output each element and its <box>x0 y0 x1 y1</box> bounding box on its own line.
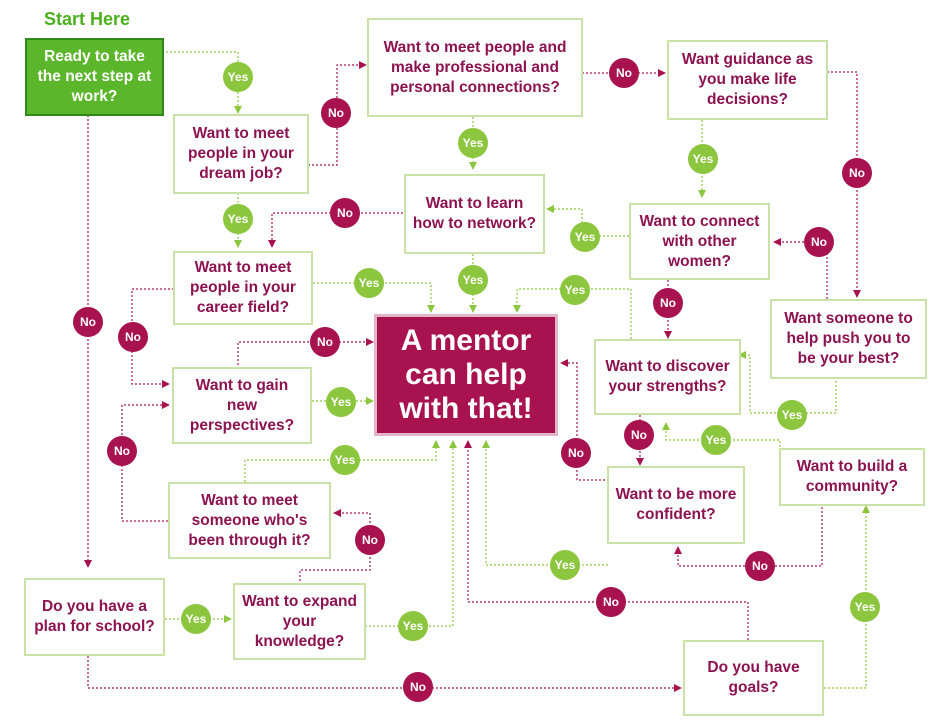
no-marker: No <box>609 58 639 88</box>
no-marker: No <box>73 307 103 337</box>
connector-no <box>87 656 682 692</box>
connector-yes <box>365 440 457 627</box>
node-connect-women: Want to connect with other women? <box>629 203 770 280</box>
yes-marker: Yes <box>223 204 253 234</box>
yes-marker: Yes <box>850 592 880 622</box>
no-marker: No <box>653 288 683 318</box>
node-learn-network: Want to learn how to network? <box>404 174 545 254</box>
node-push-best: Want someone to help push you to be your… <box>770 299 927 379</box>
node-discover-strengths: Want to discover your strengths? <box>594 339 741 415</box>
connector-yes <box>313 282 435 313</box>
node-have-goals: Do you have goals? <box>683 640 824 716</box>
no-marker: No <box>842 158 872 188</box>
node-expand-knowledge: Want to expand your knowledge? <box>233 583 366 660</box>
node-ready: Ready to take the next step at work? <box>25 38 164 116</box>
node-mentor-can-help: A mentor can help with that! <box>374 314 558 436</box>
yes-marker: Yes <box>550 550 580 580</box>
node-new-perspectives: Want to gain new perspectives? <box>172 367 312 444</box>
node-career-field: Want to meet people in your career field… <box>173 251 313 325</box>
no-marker: No <box>310 327 340 357</box>
yes-marker: Yes <box>398 611 428 641</box>
yes-marker: Yes <box>354 268 384 298</box>
yes-marker: Yes <box>326 387 356 417</box>
no-marker: No <box>624 420 654 450</box>
connector-yes <box>824 505 870 689</box>
connector-yes <box>482 440 608 566</box>
no-marker: No <box>804 227 834 257</box>
connector-yes <box>513 288 632 339</box>
yes-marker: Yes <box>701 425 731 455</box>
connector-no <box>237 338 374 365</box>
connector-yes <box>162 51 242 114</box>
connector-no <box>827 71 861 298</box>
yes-marker: Yes <box>570 222 600 252</box>
yes-marker: Yes <box>777 400 807 430</box>
node-life-guidance: Want guidance as you make life decisions… <box>667 40 828 120</box>
node-build-community: Want to build a community? <box>779 448 925 506</box>
yes-marker: Yes <box>458 128 488 158</box>
node-more-confident: Want to be more confident? <box>607 466 745 544</box>
node-professional-connections: Want to meet people and make professiona… <box>367 18 583 117</box>
yes-marker: Yes <box>688 144 718 174</box>
no-marker: No <box>330 198 360 228</box>
yes-marker: Yes <box>330 445 360 475</box>
connector-yes <box>738 351 837 414</box>
connector-no <box>299 509 371 581</box>
no-marker: No <box>561 438 591 468</box>
no-marker: No <box>403 672 433 702</box>
no-marker: No <box>118 322 148 352</box>
yes-marker: Yes <box>181 604 211 634</box>
start-here-label: Start Here <box>44 9 131 29</box>
yes-marker: Yes <box>560 275 590 305</box>
yes-marker: Yes <box>223 62 253 92</box>
no-marker: No <box>107 436 137 466</box>
no-marker: No <box>355 525 385 555</box>
node-been-through-it: Want to meet someone who's been through … <box>168 482 331 559</box>
no-marker: No <box>745 551 775 581</box>
no-marker: No <box>321 98 351 128</box>
connector-no <box>268 212 403 248</box>
connector-no <box>674 507 823 567</box>
node-dream-job: Want to meet people in your dream job? <box>173 114 309 194</box>
connector-no <box>560 359 605 481</box>
yes-marker: Yes <box>458 265 488 295</box>
no-marker: No <box>596 587 626 617</box>
node-plan-school: Do you have a plan for school? <box>24 578 165 656</box>
